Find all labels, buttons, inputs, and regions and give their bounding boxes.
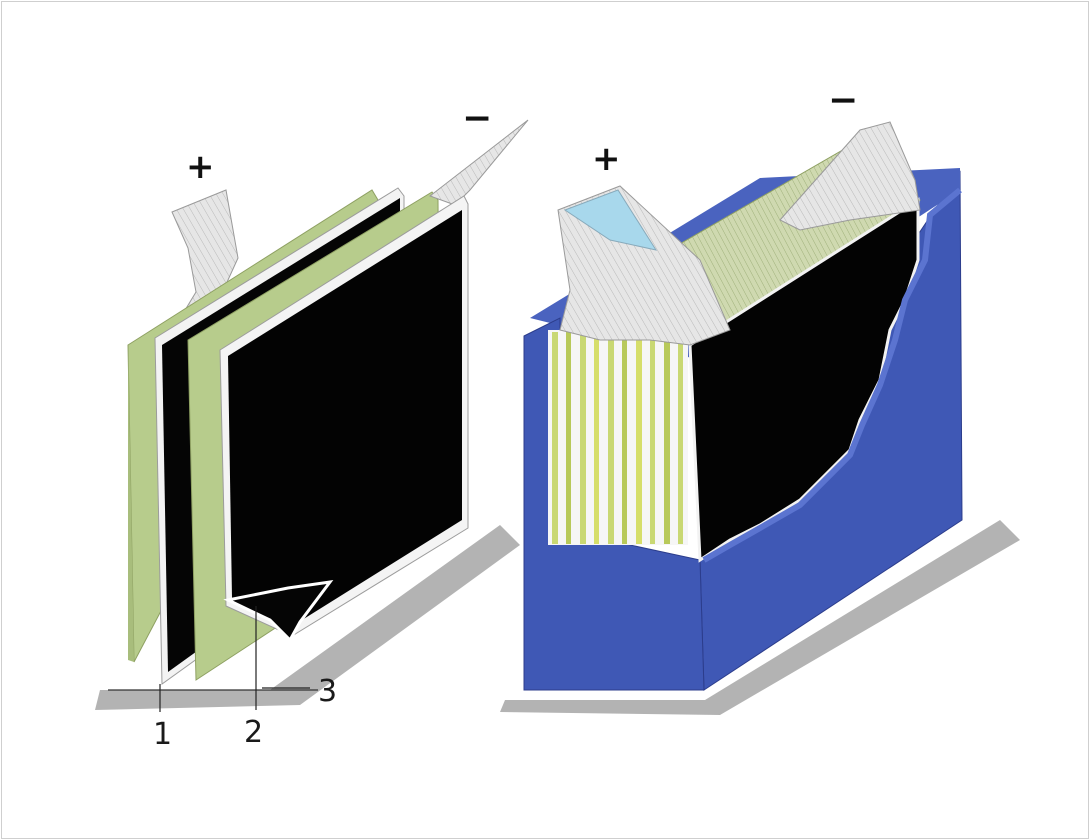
callout-label-3: 3 [318, 674, 337, 709]
left-positive-sign: + [186, 147, 215, 187]
negative-tab-bundle [779, 121, 921, 231]
left-cell-shadow [95, 525, 520, 710]
right-cell: + − [500, 80, 1020, 715]
peeled-corner [223, 580, 334, 643]
left-negative-sign: − [462, 98, 492, 139]
right-positive-sign: + [592, 139, 621, 179]
callout-label-2: 2 [244, 715, 263, 750]
negative-tab [428, 119, 529, 206]
right-cell-shadow [500, 520, 1020, 715]
left-cell: 1 2 3 + − [95, 98, 529, 752]
positive-terminal [563, 189, 658, 251]
right-negative-sign: − [828, 80, 858, 121]
case-torn-edge [702, 187, 962, 563]
plate-stack [548, 330, 688, 545]
callout-label-1: 1 [153, 717, 172, 752]
